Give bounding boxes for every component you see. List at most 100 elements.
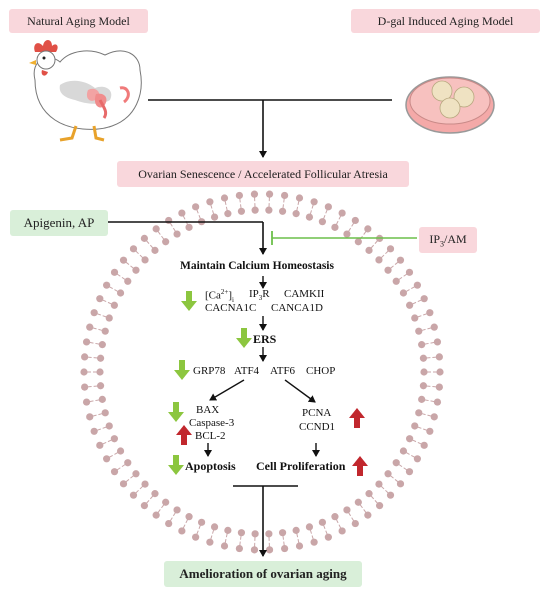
- lipid-tail: [225, 206, 228, 211]
- lipid-tail: [424, 399, 429, 402]
- calcium-homeostasis-label: Maintain Calcium Homeostasis: [180, 260, 334, 272]
- lipid-head: [101, 327, 109, 335]
- lipid-tail: [89, 400, 94, 403]
- lipid-head: [278, 207, 287, 215]
- lipid-tail: [225, 533, 228, 538]
- lipid-head: [224, 526, 232, 534]
- lipid-head: [384, 470, 392, 478]
- bcl2-label: BCL-2: [195, 430, 226, 442]
- lipid-head: [265, 546, 274, 554]
- lipid-head: [324, 203, 332, 211]
- lipid-tail: [390, 475, 394, 479]
- lipid-tail: [102, 299, 107, 303]
- lipid-head: [98, 341, 106, 349]
- lipid-head: [178, 527, 186, 535]
- amelioration-box: Amelioration of ovarian aging: [164, 561, 362, 587]
- lipid-tail: [114, 289, 119, 292]
- lipid-tail: [182, 215, 186, 220]
- lipid-tail: [96, 313, 101, 316]
- lipid-head: [129, 491, 138, 499]
- lipid-head: [185, 513, 193, 521]
- lipid-tail: [297, 200, 300, 205]
- lipid-head: [96, 382, 105, 390]
- lipid-tail: [405, 452, 410, 455]
- lipid-tail: [363, 231, 367, 235]
- lipid-head: [173, 506, 181, 514]
- lipid-head: [140, 234, 148, 242]
- lipid-head: [351, 216, 359, 225]
- lipid-head: [420, 295, 428, 303]
- lipid-tail: [283, 541, 285, 546]
- lipid-tail: [185, 519, 189, 524]
- lipid-tail: [423, 428, 428, 431]
- lipid-head: [426, 427, 434, 435]
- lipid-head: [165, 519, 173, 528]
- lipid-tail: [417, 441, 422, 445]
- lipid-tail: [172, 512, 176, 517]
- lipid-tail: [108, 454, 113, 458]
- lipid-tail: [239, 541, 241, 546]
- lipid-tail: [89, 341, 94, 344]
- lipid-head: [220, 542, 229, 550]
- grp78-label: GRP78: [193, 365, 226, 377]
- lipid-head: [235, 544, 243, 553]
- lipid-tail: [370, 495, 375, 500]
- lipid-tail: [95, 399, 100, 402]
- lipid-head: [436, 368, 444, 376]
- lipid-head: [110, 468, 119, 476]
- lipid-head: [406, 435, 414, 443]
- lipid-tail: [311, 204, 314, 209]
- lipid-head: [418, 341, 426, 349]
- lipid-head: [90, 309, 98, 317]
- lipid-tail: [374, 240, 378, 244]
- lipid-head: [110, 301, 118, 309]
- lipid-tail: [107, 301, 112, 305]
- natural-aging-model-box: Natural Aging Model: [9, 9, 148, 33]
- lipid-tail: [370, 244, 375, 249]
- lipid-head: [406, 301, 414, 309]
- lipid-tail: [351, 222, 355, 227]
- lipid-head: [101, 409, 109, 417]
- lipid-head: [433, 398, 442, 406]
- lipid-tail: [335, 519, 339, 524]
- lipid-tail: [338, 524, 342, 529]
- lipid-head: [411, 314, 419, 322]
- lipid-head: [338, 527, 346, 535]
- lipid-head: [278, 529, 287, 537]
- lipid-head: [132, 266, 140, 274]
- lipid-tail: [149, 244, 154, 249]
- lipid-head: [173, 230, 181, 238]
- lipid-tail: [240, 204, 242, 209]
- lipid-tail: [116, 273, 121, 277]
- lipid-tail: [121, 463, 126, 468]
- lipid-head: [210, 213, 219, 221]
- dgal-model-label: D-gal Induced Aging Model: [377, 13, 514, 28]
- lipid-head: [265, 190, 274, 198]
- lipid-head: [140, 502, 148, 510]
- lipid-head: [318, 218, 327, 226]
- lipid-head: [364, 225, 372, 233]
- lipid-tail: [385, 489, 389, 494]
- lipid-tail: [335, 220, 339, 225]
- hen-icon: [29, 40, 142, 142]
- lipid-head: [419, 354, 428, 362]
- lipid-head: [192, 203, 200, 211]
- lipid-tail: [135, 250, 139, 255]
- lipid-head: [220, 194, 229, 202]
- bax-label: BAX: [196, 404, 220, 416]
- lipid-tail: [417, 426, 422, 429]
- lipid-head: [376, 502, 384, 510]
- lipid-tail: [169, 517, 173, 522]
- lipid-head: [281, 191, 289, 200]
- lipid-tail: [157, 509, 161, 513]
- pcna-label: PCNA: [302, 407, 332, 419]
- canca1d-label: CANCA1D: [271, 302, 323, 314]
- lipid-head: [343, 506, 351, 514]
- lipid-head: [197, 518, 206, 526]
- lipid-head: [96, 368, 104, 376]
- lipid-head: [103, 455, 111, 463]
- lipid-tail: [282, 535, 284, 540]
- lipid-head: [386, 491, 395, 499]
- lipid-head: [396, 480, 405, 488]
- camkii-label: CAMKII: [284, 288, 325, 300]
